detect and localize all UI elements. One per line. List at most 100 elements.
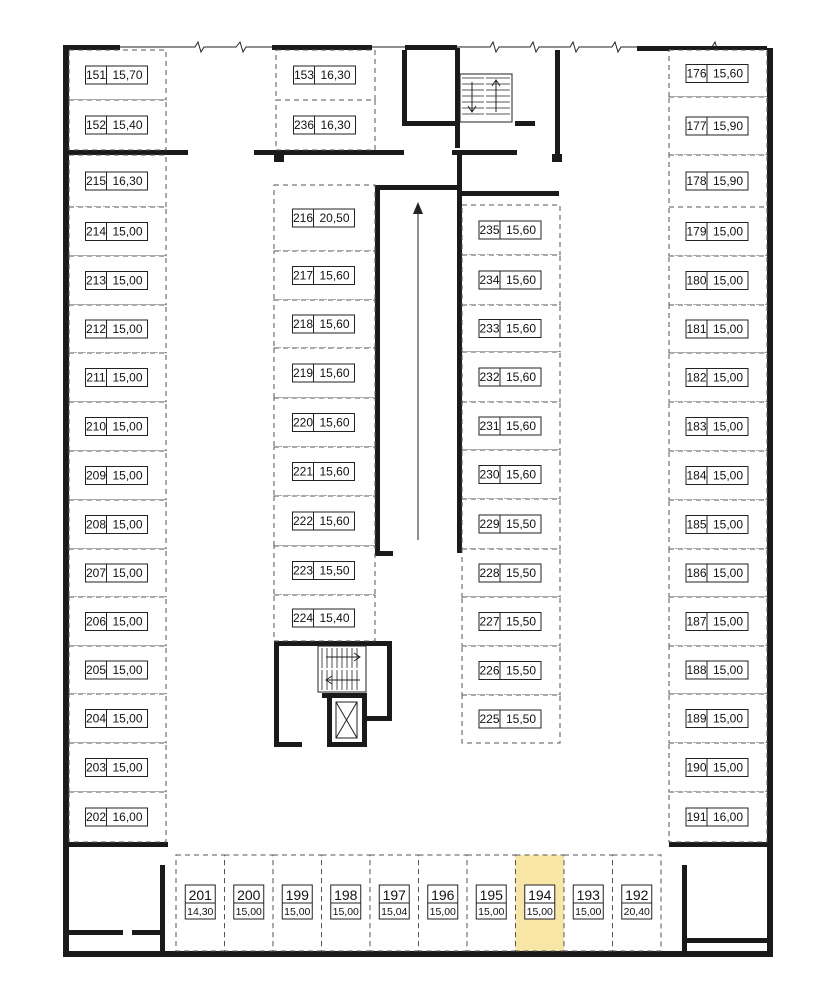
- space-area: 15,00: [112, 274, 142, 288]
- space-number: 210: [86, 420, 106, 434]
- space-label-box: [85, 515, 148, 534]
- space-area: 15,00: [112, 761, 142, 775]
- space-area: 15,00: [713, 518, 743, 532]
- space-area: 15,00: [478, 906, 504, 918]
- space-number: 197: [383, 887, 407, 903]
- space-area: 15,00: [713, 274, 743, 288]
- space-label-box: [478, 514, 542, 534]
- space-label-box: [478, 220, 542, 240]
- space-number: 230: [479, 468, 499, 482]
- parking-space-outline[interactable]: [273, 594, 376, 642]
- space-label-box: [685, 563, 749, 583]
- space-label-box: [85, 271, 148, 290]
- space-label-box: [685, 171, 749, 191]
- space-label-box: [685, 807, 749, 827]
- parking-space-180[interactable]: 180 15,00: [668, 255, 768, 306]
- parking-space-outline[interactable]: [668, 304, 768, 354]
- space-number: 231: [479, 419, 499, 433]
- space-area: 15,00: [713, 663, 743, 677]
- space-area: 15,50: [506, 615, 536, 629]
- space-number: 177: [686, 119, 706, 133]
- space-label-box: [85, 612, 148, 631]
- space-area: 15,60: [319, 514, 349, 528]
- space-number: 194: [528, 887, 552, 903]
- space-number: 193: [577, 887, 601, 903]
- space-number: 213: [86, 274, 106, 288]
- parking-space-outline[interactable]: [461, 204, 561, 256]
- space-label-box: [85, 171, 148, 191]
- space-area: 15,00: [430, 906, 456, 918]
- parking-space-231[interactable]: 231 15,60: [461, 401, 561, 451]
- space-number: 223: [293, 564, 313, 578]
- space-number: 180: [686, 274, 706, 288]
- space-area: 15,60: [506, 419, 536, 433]
- space-area: 15,40: [112, 118, 142, 132]
- space-area: 15,60: [319, 317, 349, 331]
- space-area: 15,00: [112, 663, 142, 677]
- space-number: 191: [686, 810, 706, 824]
- parking-space-213[interactable]: 213 15,00: [68, 255, 167, 306]
